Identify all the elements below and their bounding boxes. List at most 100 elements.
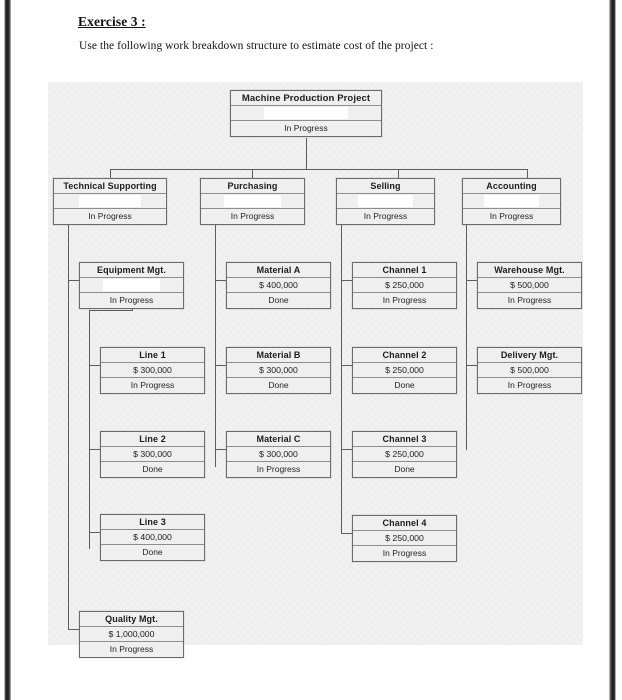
connector-equipment-spine-top xyxy=(89,310,132,311)
connector-equipment-spine xyxy=(89,310,90,549)
connector-to-equipment xyxy=(68,280,79,281)
node-cost: $ 400,000 xyxy=(227,278,330,293)
node-title: Material A xyxy=(227,263,330,278)
node-cost: $ 250,000 xyxy=(353,278,456,293)
connector-root-drop xyxy=(306,138,307,169)
wbs-node-warehouse-mgt[interactable]: Warehouse Mgt. $ 500,000 In Progress xyxy=(477,262,582,309)
wbs-node-delivery-mgt[interactable]: Delivery Mgt. $ 500,000 In Progress xyxy=(477,347,582,394)
node-cost: $ 250,000 xyxy=(353,447,456,462)
node-title: Material C xyxy=(227,432,330,447)
connector-to-quality xyxy=(68,629,79,630)
connector-to-material-a xyxy=(215,280,226,281)
node-status: Done xyxy=(268,295,289,305)
wbs-diagram-canvas: Machine Production Project In Progress T… xyxy=(48,82,583,658)
node-cost xyxy=(201,194,304,209)
connector-drop-purchasing xyxy=(252,169,253,178)
wbs-node-material-b[interactable]: Material B $ 300,000 Done xyxy=(226,347,331,394)
connector-to-line-3 xyxy=(89,532,100,533)
wbs-node-purchasing[interactable]: Purchasing In Progress xyxy=(200,178,305,225)
node-status: Done xyxy=(142,547,163,557)
wbs-node-equipment-mgt[interactable]: Equipment Mgt. In Progress xyxy=(79,262,184,309)
connector-to-material-b xyxy=(215,365,226,366)
node-title: Channel 3 xyxy=(353,432,456,447)
node-title: Purchasing xyxy=(201,179,304,194)
node-cost: $ 500,000 xyxy=(478,278,581,293)
wbs-node-channel-4[interactable]: Channel 4 $ 250,000 In Progress xyxy=(352,515,457,562)
page-edge-right xyxy=(609,0,616,700)
node-title: Quality Mgt. xyxy=(80,612,183,627)
node-title: Technical Supporting xyxy=(54,179,166,194)
node-status: Done xyxy=(268,380,289,390)
wbs-node-selling[interactable]: Selling In Progress xyxy=(336,178,435,225)
node-title: Channel 2 xyxy=(353,348,456,363)
connector-to-channel-4 xyxy=(341,533,352,534)
connector-technical-spine xyxy=(68,224,69,629)
node-title: Delivery Mgt. xyxy=(478,348,581,363)
node-status: In Progress xyxy=(130,380,175,390)
node-title: Line 1 xyxy=(101,348,204,363)
connector-to-delivery xyxy=(466,365,477,366)
node-title: Channel 1 xyxy=(353,263,456,278)
node-cost xyxy=(54,194,166,209)
wbs-node-channel-3[interactable]: Channel 3 $ 250,000 Done xyxy=(352,431,457,478)
wbs-node-machine-production-project[interactable]: Machine Production Project In Progress xyxy=(230,90,382,137)
node-cost: $ 250,000 xyxy=(353,531,456,546)
wbs-node-line-2[interactable]: Line 2 $ 300,000 Done xyxy=(100,431,205,478)
node-status: In Progress xyxy=(256,464,301,474)
connector-drop-accounting xyxy=(527,169,528,178)
node-cost xyxy=(337,194,434,209)
node-status: Done xyxy=(142,464,163,474)
node-title: Channel 4 xyxy=(353,516,456,531)
node-status: In Progress xyxy=(230,211,275,221)
page-title: Exercise 3 : xyxy=(78,14,146,29)
node-cost: $ 250,000 xyxy=(353,363,456,378)
wbs-node-accounting[interactable]: Accounting In Progress xyxy=(462,178,561,225)
node-title: Accounting xyxy=(463,179,560,194)
wbs-node-technical-supporting[interactable]: Technical Supporting In Progress xyxy=(53,178,167,225)
node-title: Material B xyxy=(227,348,330,363)
connector-to-channel-2 xyxy=(341,365,352,366)
connector-to-channel-1 xyxy=(341,280,352,281)
connector-drop-technical xyxy=(110,169,111,178)
wbs-node-channel-2[interactable]: Channel 2 $ 250,000 Done xyxy=(352,347,457,394)
node-status: In Progress xyxy=(284,123,328,133)
node-cost: $ 1,000,000 xyxy=(80,627,183,642)
connector-drop-selling xyxy=(398,169,399,178)
node-cost: $ 400,000 xyxy=(101,530,204,545)
node-cost: $ 300,000 xyxy=(227,363,330,378)
node-title: Equipment Mgt. xyxy=(80,263,183,278)
node-status: In Progress xyxy=(382,548,427,558)
node-cost: $ 300,000 xyxy=(101,447,204,462)
connector-purchasing-spine xyxy=(215,224,216,467)
connector-to-material-c xyxy=(215,449,226,450)
connector-selling-spine xyxy=(341,224,342,534)
wbs-node-quality-mgt[interactable]: Quality Mgt. $ 1,000,000 In Progress xyxy=(79,611,184,658)
connector-to-channel-3 xyxy=(341,449,352,450)
node-status: Done xyxy=(394,380,415,390)
node-cost xyxy=(231,106,381,121)
node-status: In Progress xyxy=(109,644,154,654)
wbs-node-line-3[interactable]: Line 3 $ 400,000 Done xyxy=(100,514,205,561)
node-status: In Progress xyxy=(489,211,534,221)
node-title: Line 3 xyxy=(101,515,204,530)
node-cost xyxy=(463,194,560,209)
wbs-node-material-c[interactable]: Material C $ 300,000 In Progress xyxy=(226,431,331,478)
connector-to-line-1 xyxy=(89,365,100,366)
node-title: Machine Production Project xyxy=(231,91,381,106)
connector-to-line-2 xyxy=(89,449,100,450)
node-status: In Progress xyxy=(109,295,154,305)
connector-accounting-spine xyxy=(466,224,467,450)
node-title: Line 2 xyxy=(101,432,204,447)
wbs-node-material-a[interactable]: Material A $ 400,000 Done xyxy=(226,262,331,309)
node-status: In Progress xyxy=(382,295,427,305)
page-edge-left xyxy=(4,0,11,700)
node-status: In Progress xyxy=(88,211,132,221)
node-status: In Progress xyxy=(507,295,552,305)
node-cost xyxy=(80,278,183,293)
node-status: Done xyxy=(394,464,415,474)
node-cost: $ 300,000 xyxy=(227,447,330,462)
wbs-node-line-1[interactable]: Line 1 $ 300,000 In Progress xyxy=(100,347,205,394)
node-status: In Progress xyxy=(363,211,408,221)
node-status: In Progress xyxy=(507,380,552,390)
wbs-node-channel-1[interactable]: Channel 1 $ 250,000 In Progress xyxy=(352,262,457,309)
